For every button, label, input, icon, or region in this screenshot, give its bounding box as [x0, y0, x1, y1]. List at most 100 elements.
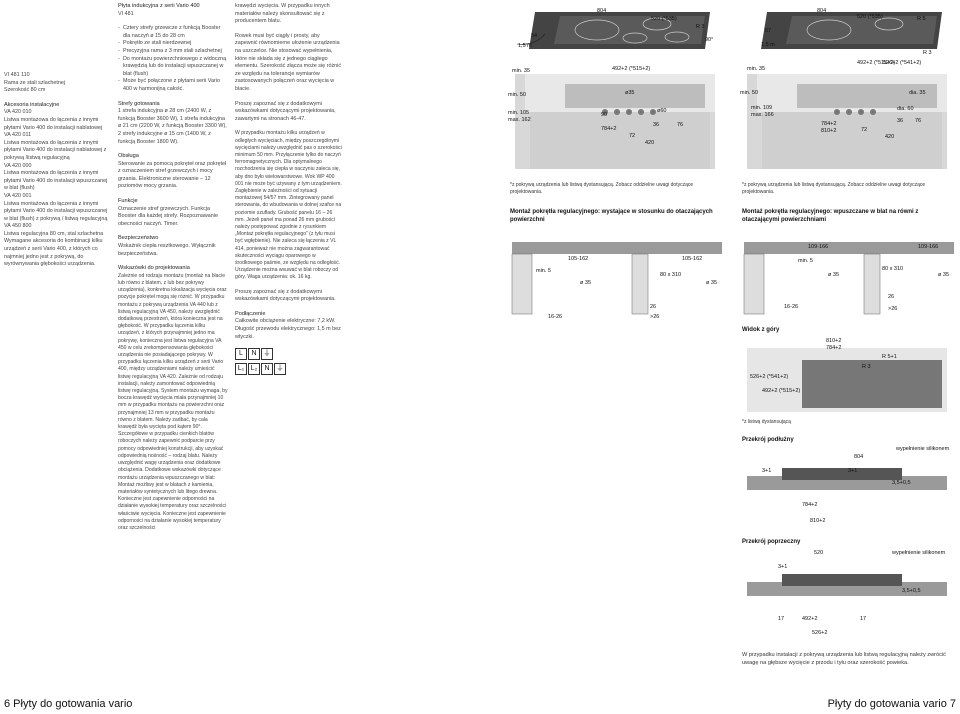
cutout-area	[802, 360, 942, 408]
accessory-code: VA 420 000	[4, 162, 32, 169]
dim-label: 109-166	[918, 244, 938, 250]
dim-label: 17	[860, 616, 866, 622]
counter-section	[622, 242, 722, 254]
cable-line	[516, 33, 546, 45]
accessory-desc: Listwa montażowa do łączenia z innymi pł…	[4, 116, 103, 131]
terminal-box: N	[248, 348, 260, 361]
feature-item: Pokrętło ze stali nierdzewnej	[118, 40, 228, 48]
cutout	[565, 84, 705, 108]
dim-label: 810+2	[821, 128, 836, 134]
dim-label: >26	[650, 314, 659, 320]
dim-label: 36	[897, 118, 903, 124]
dim-label: 72	[861, 127, 867, 133]
dim-label: 3+1	[762, 468, 771, 474]
planning-note: Proszę zapoznać się z dodatkowymi wskazó…	[235, 100, 336, 122]
dim-label: 80 x 310	[660, 272, 681, 278]
dim-label: 804	[597, 8, 606, 14]
dim-label: ø 35	[828, 272, 839, 278]
top-note: *z listwą dystansującą	[742, 419, 791, 425]
dim-label: 784+2	[826, 345, 841, 351]
terminal-box: L₂	[248, 363, 260, 376]
spec-sub: VI 481	[118, 10, 134, 17]
dim-label: dia. 60	[897, 106, 914, 112]
product-spec-column: Płyta indukcyjna z serii Vario 400 VI 48…	[118, 3, 228, 539]
dim-label: 810+2	[826, 338, 841, 344]
safety-text: Wskaźnik ciepła resztkowego. Wyłącznik b…	[118, 243, 216, 257]
dim-label: 420	[645, 140, 654, 146]
dim-label: 526+2 (*541+2)	[750, 374, 788, 380]
note-a: *z pokrywą urządzenia lub listwą dystans…	[510, 182, 694, 195]
dim-label: 492+2	[802, 616, 817, 622]
counter-section	[744, 242, 854, 254]
dim-label: 804	[817, 8, 826, 14]
terminal-box: L₁	[235, 363, 247, 376]
dim-label: 26	[650, 304, 656, 310]
dim-label: min. 50	[508, 92, 526, 98]
safety-heading: Bezpieczeństwo	[118, 235, 159, 242]
knob-icon	[626, 109, 632, 115]
dim-label: 90°	[705, 37, 713, 43]
knob-flush-diagram: 109-166 109-166 min. 5 80 x 310 ø 35 ø 3…	[742, 232, 957, 327]
knob-icon	[846, 109, 852, 115]
functions-heading: Funkcje	[118, 198, 138, 205]
product-block: VI 481 110 Rama ze stali szlachetnej Sze…	[4, 72, 109, 95]
zones-heading: Strefy gotowania	[118, 100, 160, 107]
dim-label: >26	[888, 306, 897, 312]
accessory-desc: Listwa montażowa do łączenia z innymi pł…	[4, 170, 108, 192]
dim-label: 80 x 310	[882, 266, 903, 272]
dim-label: 420	[885, 134, 894, 140]
accessory-desc: Listwa regulacyjna 80 cm, stal szlachetn…	[4, 230, 104, 268]
dim-label: 1.5 m	[761, 42, 775, 48]
accessory-desc: Listwa montażowa do łączenia z innymi pł…	[4, 139, 107, 161]
dim-label: 526+2 (*541+2)	[883, 60, 921, 66]
connection-heading: Podłączenie	[235, 310, 266, 317]
dim-label: 16-26	[548, 314, 562, 320]
operation-heading: Obsługa	[118, 153, 139, 160]
dim-label: min. 35	[512, 68, 530, 74]
knob-icon	[638, 109, 644, 115]
dim-label: 492+2 (*515+2)	[612, 66, 650, 72]
planning-note: Rowek musi być ciągły i prosty, aby zape…	[235, 32, 342, 92]
front-panel	[511, 253, 533, 315]
product-code: VI 481 110	[4, 72, 30, 78]
dim-label: 54	[531, 33, 537, 39]
top-view-diagram: 810+2 784+2 R 5+1 R 3 526+2 (*541+2) 492…	[742, 336, 952, 416]
dim-label: ø35	[625, 90, 634, 96]
dim-label: ø 35	[580, 280, 591, 286]
dim-label: 26	[888, 294, 894, 300]
feature-list: Cztery strefy grzewcze z funkcją Booster…	[118, 25, 228, 93]
install-text: Zależnie od rodzaju montażu (montaż na b…	[118, 272, 228, 531]
counter-section	[854, 242, 954, 254]
accessory-code: VA 420 001	[4, 192, 32, 199]
accessory-code: VA 450 800	[4, 223, 32, 230]
dim-label: ø 35	[938, 272, 949, 278]
front-panel	[631, 253, 649, 315]
feature-item: Precyzyjna rama z 3 mm stali szlachetnej	[118, 48, 228, 56]
dim-label: 784+2	[802, 502, 817, 508]
dim-label: min. 5	[798, 258, 813, 264]
surface-mount-diagram: 804 520 (*535) R 3 90° 492+2 (*515+2) ø3…	[505, 4, 720, 174]
install-heading: Wskazówki do projektowania	[118, 265, 190, 272]
dim-label: ø 35	[706, 280, 717, 286]
knob-protruding-diagram: 105-162 105-162 min. 5 80 x 310 ø 35 ø 3…	[510, 232, 725, 327]
dim-label: 105-162	[682, 256, 702, 262]
dim-label: R 5+1	[882, 354, 897, 360]
product-line1: Rama ze stali szlachetnej	[4, 79, 66, 86]
dim-label: min. 50	[740, 90, 758, 96]
dim-label: max. 162	[508, 117, 531, 123]
planning-notes-column: krawędzi wycięcia. W przypadku innych ma…	[235, 3, 343, 376]
planning-note: krawędzi wycięcia. W przypadku innych ma…	[235, 3, 330, 25]
note-b: *z pokrywą urządzenia lub listwą dystans…	[742, 182, 926, 195]
dim-label: 57	[765, 28, 771, 34]
terminal-diagram-2: L₁ L₂ N ⏚	[235, 363, 343, 376]
dim-label: 76	[677, 122, 683, 128]
dim-label: 105-162	[568, 256, 588, 262]
dim-label: 520 (*535)	[857, 14, 883, 20]
dim-label: 3,5+0,5	[902, 588, 921, 594]
knob-title-a: Montaż pokrętła regulacyjnego: wystające…	[510, 209, 713, 223]
flush-mount-diagram: 804 520 (*535) R 5 R 3 492+2 (*515+2) 52…	[737, 4, 952, 174]
knob-icon	[650, 109, 656, 115]
